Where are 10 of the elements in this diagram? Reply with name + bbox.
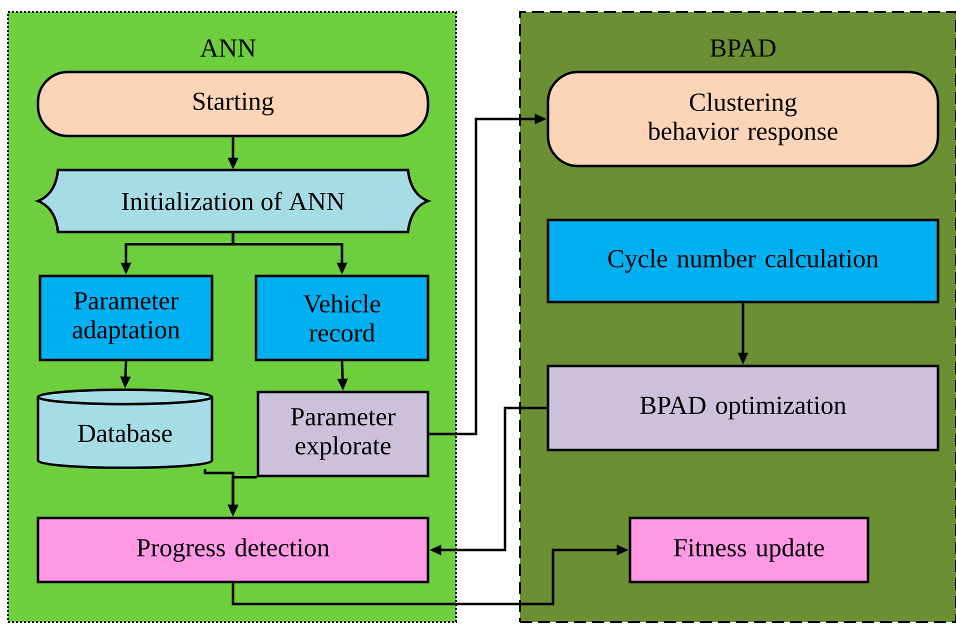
- process-box: Vehicle record: [254, 274, 430, 362]
- process-box: Fitness update: [628, 516, 870, 584]
- process-box: Cycle number calculation: [546, 218, 940, 304]
- process-box: BPAD optimization: [546, 364, 940, 452]
- process-box: Progress detection: [36, 516, 430, 584]
- process-box: Parameter explorate: [256, 390, 430, 478]
- terminal-box: Starting: [36, 70, 430, 138]
- process-box: Parameter adaptation: [38, 274, 214, 362]
- terminal-box: Clustering behavior response: [546, 70, 940, 168]
- database-cylinder: Database: [36, 388, 214, 470]
